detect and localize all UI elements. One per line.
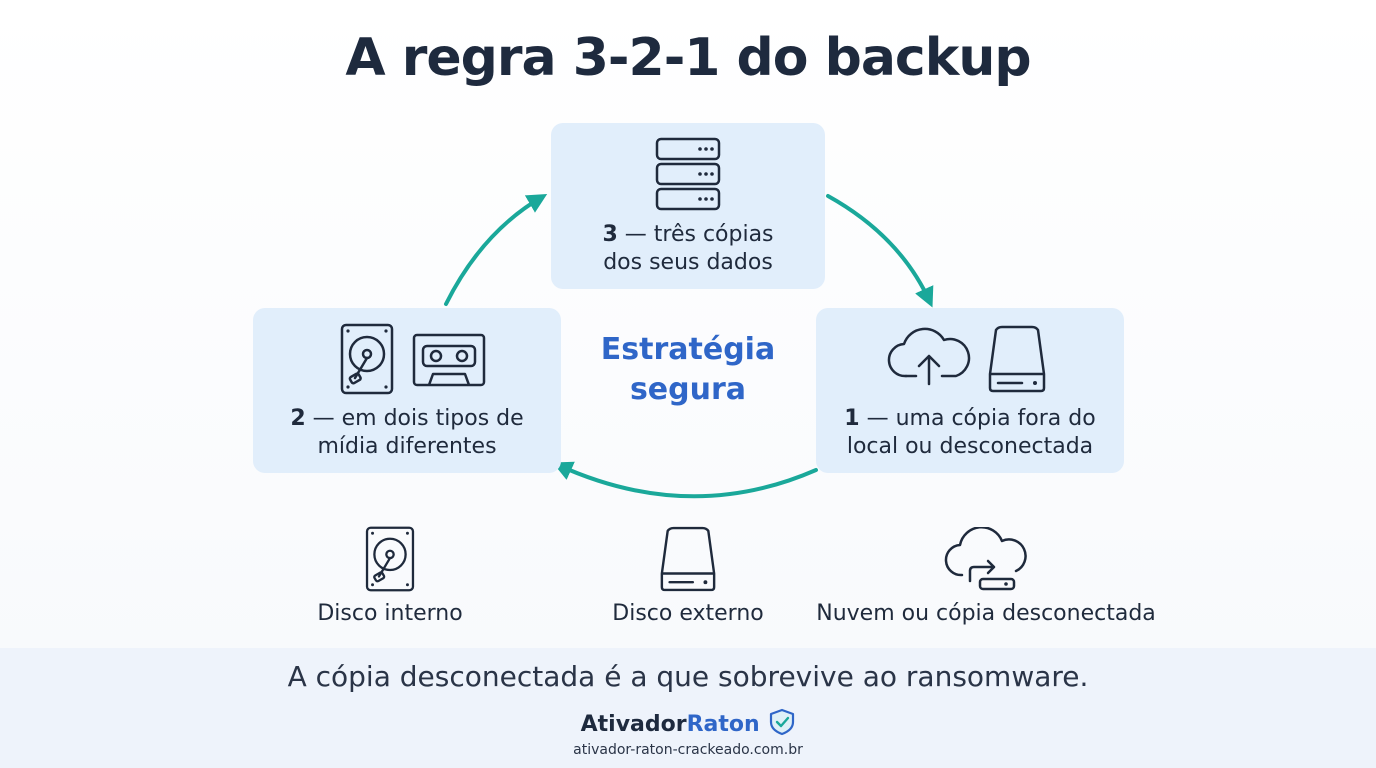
card-number: 3 (602, 222, 618, 247)
card-number: 1 (844, 406, 860, 431)
arrow-left-to-top (444, 193, 548, 306)
media-label-internal: Disco interno (317, 601, 463, 626)
external-drive-icon (988, 325, 1046, 393)
card-two-media: 2 — em dois tipos de mídia diferentes (253, 308, 561, 473)
brand-logo: AtivadorRaton (0, 708, 1376, 737)
footer-message: A cópia desconectada é a que sobrevive a… (287, 660, 1089, 693)
hard-disk-icon (340, 323, 394, 395)
card-number: 2 (290, 406, 306, 431)
card-one-offsite-label: 1 — uma cópia fora do local ou desconect… (844, 406, 1096, 459)
hard-disk-icon (365, 526, 415, 592)
cloud-upload-icon (887, 327, 971, 386)
card-two-media-label: 2 — em dois tipos de mídia diferentes (290, 406, 524, 459)
arrow-top-to-right (826, 194, 934, 308)
center-strategy-label: Estratégia segura (600, 332, 776, 407)
card-one-offsite: 1 — uma cópia fora do local ou desconect… (816, 308, 1124, 473)
card-three-copies-label: 3 — três cópias dos seus dados (602, 222, 774, 275)
card-three-copies: 3 — três cópias dos seus dados (551, 123, 825, 289)
cassette-tape-icon (412, 333, 486, 387)
cloud-sync-icon (944, 527, 1027, 591)
media-label-cloud: Nuvem ou cópia desconectada (816, 601, 1156, 626)
server-stack-icon (655, 137, 721, 211)
external-drive-icon (660, 526, 716, 592)
arrow-right-to-left (552, 461, 818, 499)
brand-url: ativador-raton-crackeado.com.br (573, 742, 803, 758)
media-label-external: Disco externo (612, 601, 764, 626)
page-title: A regra 3-2-1 do backup (345, 28, 1031, 88)
footer-band (0, 648, 1376, 768)
shield-check-icon (770, 708, 795, 736)
